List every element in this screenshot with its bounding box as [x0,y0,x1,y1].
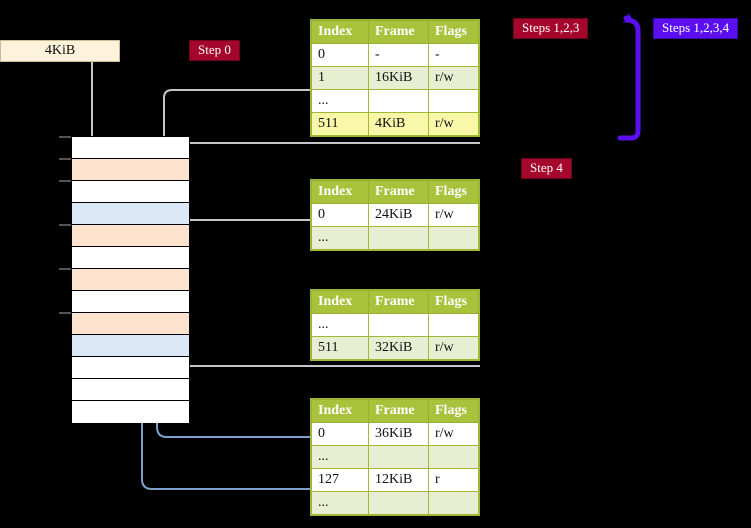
memory-cell-5 [72,247,189,269]
cell-index: ... [311,445,369,469]
column-header-frame: Frame [368,20,429,44]
cell-flags [428,445,479,469]
physical-frame-label: 4KiB [44,43,76,58]
cell-frame: 24KiB [368,203,429,227]
cell-flags: - [428,43,479,67]
cell-index: ... [311,313,369,337]
badge-step-4: Step 4 [521,158,572,180]
column-header-flags: Flags [428,290,479,314]
memory-tick-6 [59,268,71,270]
memory-tick-8 [59,312,71,314]
cell-index: 0 [311,422,369,446]
cell-flags [428,491,479,515]
table-row: ... [311,226,479,250]
cell-frame: - [368,43,429,67]
cell-index: 511 [311,336,369,360]
cell-index: 0 [311,43,369,67]
cell-frame: 32KiB [368,336,429,360]
memory-cell-0 [72,137,189,159]
memory-cell-9 [72,335,189,357]
memory-cell-2 [72,181,189,203]
memory-cell-12 [72,401,189,423]
cell-flags: r [428,468,479,492]
cell-index: ... [311,226,369,250]
cell-index: ... [311,89,369,113]
memory-tick-4 [59,224,71,226]
memory-cell-10 [72,357,189,379]
cell-index: 511 [311,112,369,136]
column-header-index: Index [311,180,369,204]
cell-frame [368,491,429,515]
cell-flags [428,226,479,250]
table-row: ... [311,89,479,113]
column-header-index: Index [311,399,369,423]
purple-bracket-arrow [617,12,641,141]
column-header-frame: Frame [368,399,429,423]
cell-index: 127 [311,468,369,492]
cell-frame [368,313,429,337]
cell-flags: r/w [428,336,479,360]
badge-steps-1-2-3: Steps 1,2,3 [513,18,589,40]
cell-frame: 16KiB [368,66,429,90]
cell-frame [368,226,429,250]
physical-memory-column [71,136,190,423]
cell-frame: 36KiB [368,422,429,446]
cell-flags [428,89,479,113]
cell-frame [368,89,429,113]
physical-frame-box: 4KiB [0,40,120,62]
memory-tick-1 [59,158,71,160]
memory-cell-3 [72,203,189,225]
cell-index: ... [311,491,369,515]
cell-flags: r/w [428,203,479,227]
connector-t1-511-h [171,142,480,154]
cell-index: 0 [311,203,369,227]
cell-frame [368,445,429,469]
column-header-flags: Flags [428,20,479,44]
memory-cell-4 [72,225,189,247]
memory-cell-8 [72,313,189,335]
memory-cell-1 [72,159,189,181]
memory-cell-6 [72,269,189,291]
cell-flags: r/w [428,66,479,90]
column-header-frame: Frame [368,290,429,314]
table-row: ... [311,445,479,469]
table-row: ... [311,313,479,337]
memory-tick-2 [59,180,71,182]
column-header-index: Index [311,20,369,44]
column-header-flags: Flags [428,180,479,204]
badge-steps-1-2-3-4: Steps 1,2,3,4 [653,18,739,40]
cell-flags: r/w [428,422,479,446]
badge-step-0: Step 0 [189,40,240,62]
column-header-flags: Flags [428,399,479,423]
cell-frame: 12KiB [368,468,429,492]
column-header-frame: Frame [368,180,429,204]
cell-flags: r/w [428,112,479,136]
cell-index: 1 [311,66,369,90]
cell-frame: 4KiB [368,112,429,136]
column-header-index: Index [311,290,369,314]
table-row: ... [311,491,479,515]
cell-flags [428,313,479,337]
memory-tick-0 [59,136,71,138]
memory-cell-7 [72,291,189,313]
table-row: 0-- [311,43,479,67]
memory-cell-11 [72,379,189,401]
